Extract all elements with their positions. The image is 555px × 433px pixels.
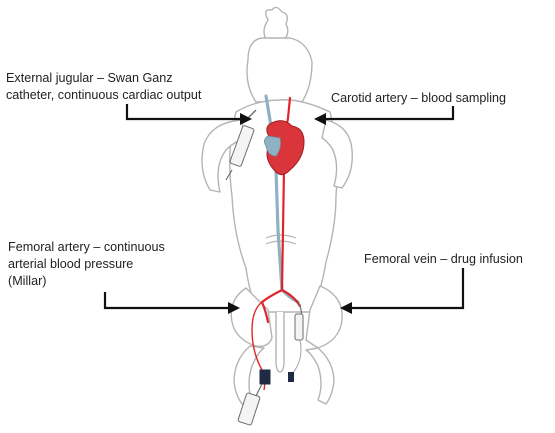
arrow-external-jugular <box>127 104 244 119</box>
label-femoral-artery-line-3: (Millar) <box>8 273 165 290</box>
head <box>247 38 312 102</box>
snout <box>264 7 288 42</box>
label-femoral-vein: Femoral vein – drug infusion <box>364 251 523 268</box>
arrow-femoral-vein <box>348 268 463 308</box>
label-femoral-artery-line-1: Femoral artery – continuous <box>8 239 165 256</box>
femoral-vein-catheter <box>288 302 303 382</box>
label-carotid-artery-line-1: Carotid artery – blood sampling <box>331 90 506 107</box>
label-femoral-artery: Femoral artery – continuous arterial blo… <box>8 239 165 290</box>
tail <box>276 312 284 372</box>
arrow-femoral-artery <box>105 292 232 308</box>
right-hindfoot <box>306 348 334 404</box>
label-femoral-vein-line-1: Femoral vein – drug infusion <box>364 251 523 268</box>
label-external-jugular-line-2: catheter, continuous cardiac output <box>6 87 201 104</box>
label-external-jugular: External jugular – Swan Ganz catheter, c… <box>6 70 201 104</box>
label-external-jugular-line-1: External jugular – Swan Ganz <box>6 70 201 87</box>
label-carotid-artery: Carotid artery – blood sampling <box>331 90 506 107</box>
arrow-carotid-artery <box>322 106 453 119</box>
label-femoral-artery-line-2: arterial blood pressure <box>8 256 165 273</box>
